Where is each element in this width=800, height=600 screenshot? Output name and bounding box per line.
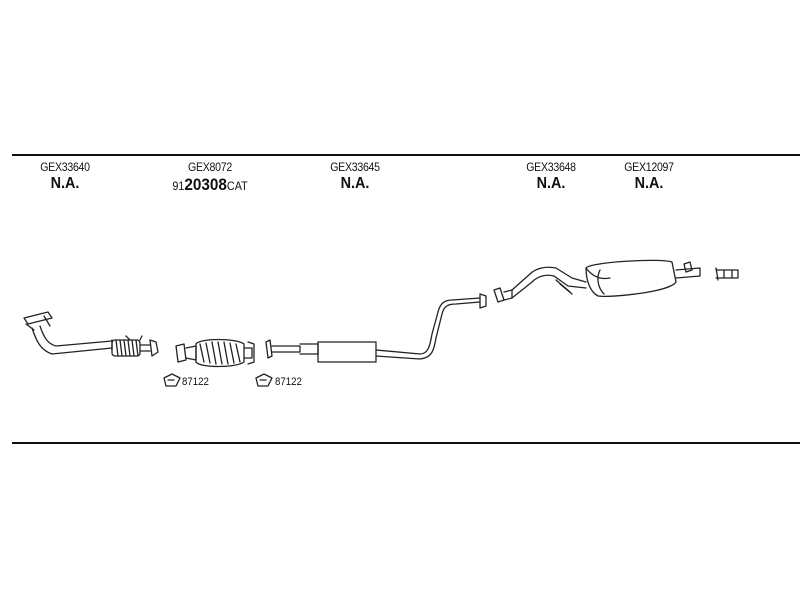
gasket-label: 87122 xyxy=(182,376,209,388)
rear-pipe-drawing[interactable] xyxy=(493,266,587,303)
part-price: N.A. xyxy=(634,175,664,192)
part-code: GEX8072 xyxy=(188,160,232,174)
middle-pipe-drawing[interactable] xyxy=(265,293,487,363)
gasket-1-drawing[interactable] xyxy=(163,373,181,387)
part-code: GEX33645 xyxy=(330,160,380,174)
part-label-middle-pipe[interactable]: GEX33645 N.A. xyxy=(320,160,390,193)
part-price: N.A. xyxy=(536,175,566,192)
part-code: GEX33640 xyxy=(40,160,90,174)
gasket-label: 87122 xyxy=(275,376,302,388)
part-label-rear-pipe[interactable]: GEX33648 N.A. xyxy=(516,160,586,193)
part-code: GEX33648 xyxy=(526,160,576,174)
part-label-catalytic-converter[interactable]: GEX8072 9120308CAT xyxy=(160,160,260,195)
part-price: 9120308CAT xyxy=(172,175,248,194)
part-code: GEX12097 xyxy=(624,160,674,174)
part-label-rear-silencer[interactable]: GEX12097 N.A. xyxy=(614,160,684,193)
rear-silencer-drawing[interactable] xyxy=(585,259,701,298)
top-divider xyxy=(12,154,800,156)
gasket-2-drawing[interactable] xyxy=(255,373,273,387)
catalytic-converter-drawing[interactable] xyxy=(175,338,255,368)
part-price: N.A. xyxy=(340,175,370,192)
bottom-divider xyxy=(12,442,800,444)
part-label-front-pipe[interactable]: GEX33640 N.A. xyxy=(30,160,100,193)
front-pipe-drawing[interactable] xyxy=(23,311,159,357)
part-price: N.A. xyxy=(50,175,80,192)
tail-pipe-drawing[interactable] xyxy=(715,267,739,281)
